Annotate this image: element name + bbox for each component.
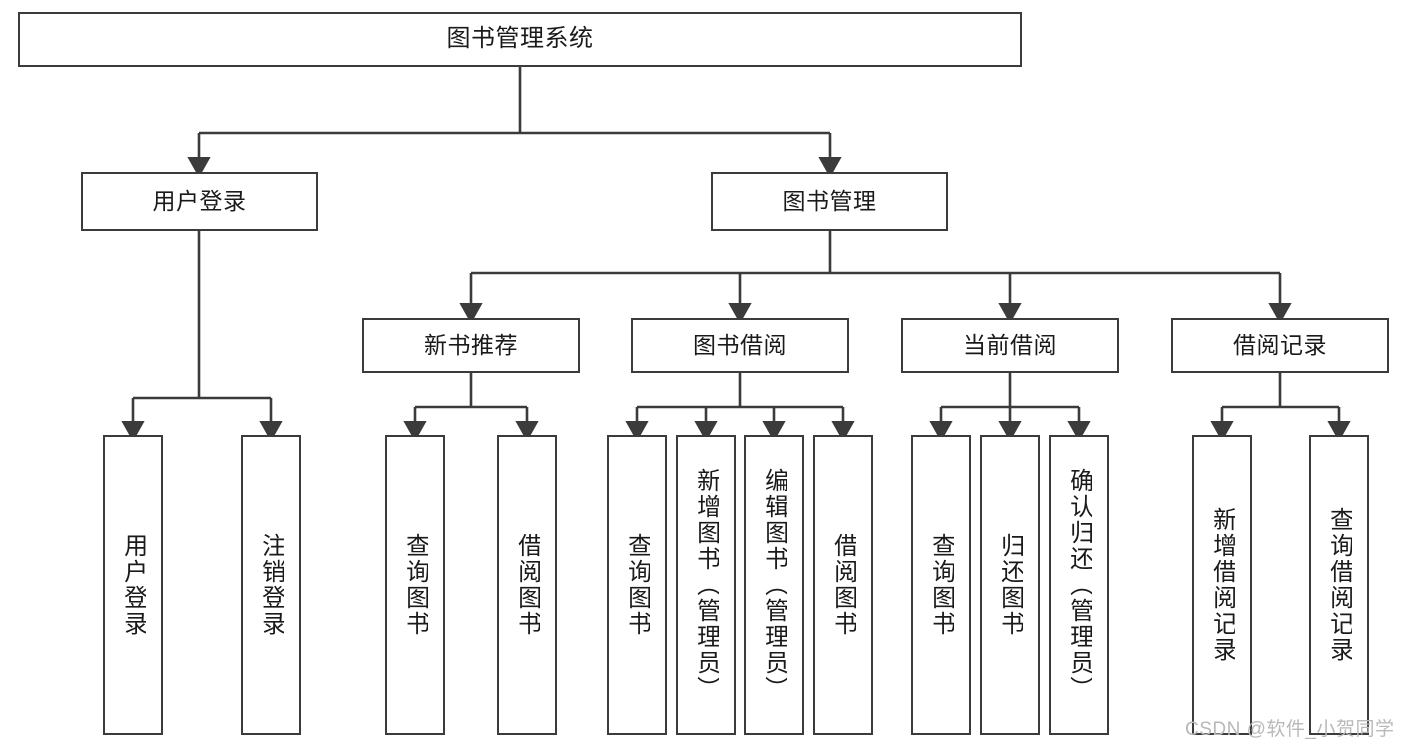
leaf-book-borrow-borrow-book[interactable]: 借阅图书 — [813, 435, 873, 735]
leaf-book-borrow-add-book-admin[interactable]: 新增图书（管理员） — [676, 435, 736, 735]
csdn-watermark: CSDN @软件_小贺同学 — [1185, 719, 1395, 740]
node-book-borrow[interactable]: 图书借阅 — [631, 318, 849, 373]
node-label: 查询图书 — [928, 533, 954, 637]
node-borrow-record[interactable]: 借阅记录 — [1171, 318, 1389, 373]
leaf-borrow-record-query-record[interactable]: 查询借阅记录 — [1309, 435, 1369, 735]
node-label: 新书推荐 — [424, 331, 518, 358]
node-label: 查询借阅记录 — [1326, 507, 1352, 663]
node-label: 注销登录 — [258, 533, 284, 637]
node-book-management[interactable]: 图书管理 — [711, 172, 948, 231]
leaf-new-book-query-book[interactable]: 查询图书 — [385, 435, 445, 735]
leaf-user-login-login[interactable]: 用户登录 — [103, 435, 163, 735]
node-root-book-management-system[interactable]: 图书管理系统 — [18, 12, 1022, 67]
node-label: 用户登录 — [120, 533, 146, 637]
node-label: 当前借阅 — [963, 331, 1057, 358]
leaf-borrow-record-add-record[interactable]: 新增借阅记录 — [1192, 435, 1252, 735]
node-user-login[interactable]: 用户登录 — [81, 172, 318, 231]
leaf-user-login-logout[interactable]: 注销登录 — [241, 435, 301, 735]
leaf-current-borrow-return-book[interactable]: 归还图书 — [980, 435, 1040, 735]
leaf-book-borrow-edit-book-admin[interactable]: 编辑图书（管理员） — [744, 435, 804, 735]
node-label: 查询图书 — [624, 533, 650, 637]
node-label: 借阅图书 — [830, 533, 856, 637]
node-label: 查询图书 — [402, 533, 428, 637]
node-label: 图书借阅 — [693, 331, 787, 358]
node-label: 借阅图书 — [514, 533, 540, 637]
leaf-new-book-borrow-book[interactable]: 借阅图书 — [497, 435, 557, 735]
node-label: 新增借阅记录 — [1209, 507, 1235, 663]
node-label: 用户登录 — [152, 187, 247, 214]
leaf-current-borrow-confirm-return-admin[interactable]: 确认归还（管理员） — [1049, 435, 1109, 735]
leaf-book-borrow-query-book[interactable]: 查询图书 — [607, 435, 667, 735]
node-label: 图书管理系统 — [446, 25, 594, 53]
node-label: 归还图书 — [997, 533, 1023, 637]
node-label: 确认归还（管理员） — [1066, 468, 1092, 702]
node-current-borrow[interactable]: 当前借阅 — [901, 318, 1119, 373]
node-label: 编辑图书（管理员） — [761, 468, 787, 702]
node-label: 图书管理 — [782, 187, 877, 214]
node-label: 新增图书（管理员） — [693, 468, 719, 702]
node-label: 借阅记录 — [1233, 331, 1327, 358]
leaf-current-borrow-query-book[interactable]: 查询图书 — [911, 435, 971, 735]
node-new-book-recommend[interactable]: 新书推荐 — [362, 318, 580, 373]
